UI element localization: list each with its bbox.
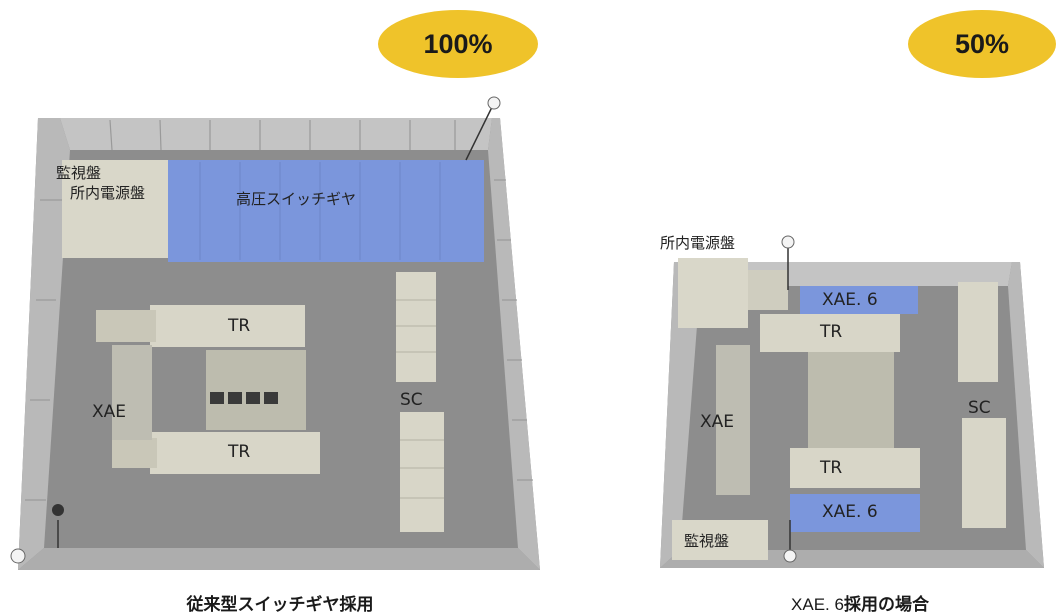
right-top-lamp-icon — [781, 235, 795, 249]
right-badge-text: 50% — [954, 28, 1010, 59]
left-caption-text: 従来型スイッチギヤ採用 — [186, 595, 374, 614]
left-caption: 従来型スイッチギヤ採用 — [130, 590, 430, 615]
left-sc-dividers — [396, 299, 444, 499]
left-front-wall — [18, 548, 540, 570]
left-tr-top — [150, 305, 305, 347]
right-label-monitor-panel: 監視盤 — [684, 532, 730, 550]
right-label-xae: XAE — [700, 412, 735, 432]
left-label-station-panel: 所内電源盤 — [70, 184, 146, 202]
left-tr-bottom — [150, 432, 320, 474]
right-left-wall — [660, 262, 700, 568]
left-label-sc: SC — [400, 390, 423, 410]
left-sc-upper — [396, 272, 436, 382]
right-label-tr-top: TR — [820, 322, 843, 342]
right-badge: 50% — [908, 10, 1056, 78]
right-tr-bottom — [790, 448, 920, 488]
right-station-panel-block — [678, 258, 748, 328]
right-bottom-lamp-icon — [783, 549, 797, 563]
right-right-wall — [1008, 262, 1044, 568]
right-label-sc: SC — [968, 398, 991, 418]
right-label-station-panel: 所内電源盤 — [660, 234, 736, 252]
left-wall-ribs — [25, 119, 533, 501]
right-xae6-bottom — [790, 494, 920, 532]
left-back-wall — [60, 118, 492, 150]
right-xae6-top — [800, 286, 918, 314]
right-monitor-panel-block — [672, 520, 768, 560]
right-sc-upper — [958, 282, 998, 382]
right-caption-suffix: 採用の場合 — [843, 595, 929, 614]
left-badge: 100% — [378, 10, 538, 78]
right-caption-prefix: XAE. 6 — [791, 595, 844, 614]
left-hv-switchgear — [168, 160, 484, 262]
right-side-wall — [488, 118, 540, 570]
left-center-switch-stack — [206, 350, 306, 430]
left-label-tr-top: TR — [228, 316, 251, 336]
right-room — [660, 235, 1044, 568]
right-label-xae6-bottom: XAE. 6 — [822, 502, 878, 522]
right-xae-pipe — [716, 345, 750, 495]
left-label-hv-switchgear: 高圧スイッチギヤ — [236, 190, 357, 208]
right-sc-lower — [962, 418, 1006, 528]
left-room — [10, 96, 540, 570]
left-corner-lamp-icon — [10, 548, 26, 564]
left-center-switch-heads — [210, 392, 278, 404]
left-sc-lower — [400, 412, 444, 532]
right-caption: XAE. 6採用の場合 — [740, 590, 980, 615]
left-tr-top-arm — [96, 310, 156, 342]
left-label-tr-bottom: TR — [228, 442, 251, 462]
left-label-monitor-panel: 監視盤 — [56, 164, 102, 182]
left-xae-pipe — [112, 345, 152, 440]
left-side-wall — [18, 118, 70, 570]
right-label-xae6-top: XAE. 6 — [822, 290, 878, 310]
left-hv-switchgear-ribs — [199, 162, 441, 260]
left-top-lamp-icon — [487, 96, 501, 110]
left-bottom-lamp-icon — [52, 504, 64, 516]
left-tr-bottom-arm — [112, 438, 157, 468]
right-center-switch-stack — [808, 352, 894, 448]
left-station-panel-block — [62, 160, 168, 258]
right-tr-top — [760, 314, 900, 352]
right-station-panel-step — [748, 270, 788, 310]
left-badge-text: 100% — [423, 28, 493, 59]
left-label-xae: XAE — [92, 402, 127, 422]
right-label-tr-bottom: TR — [820, 458, 843, 478]
